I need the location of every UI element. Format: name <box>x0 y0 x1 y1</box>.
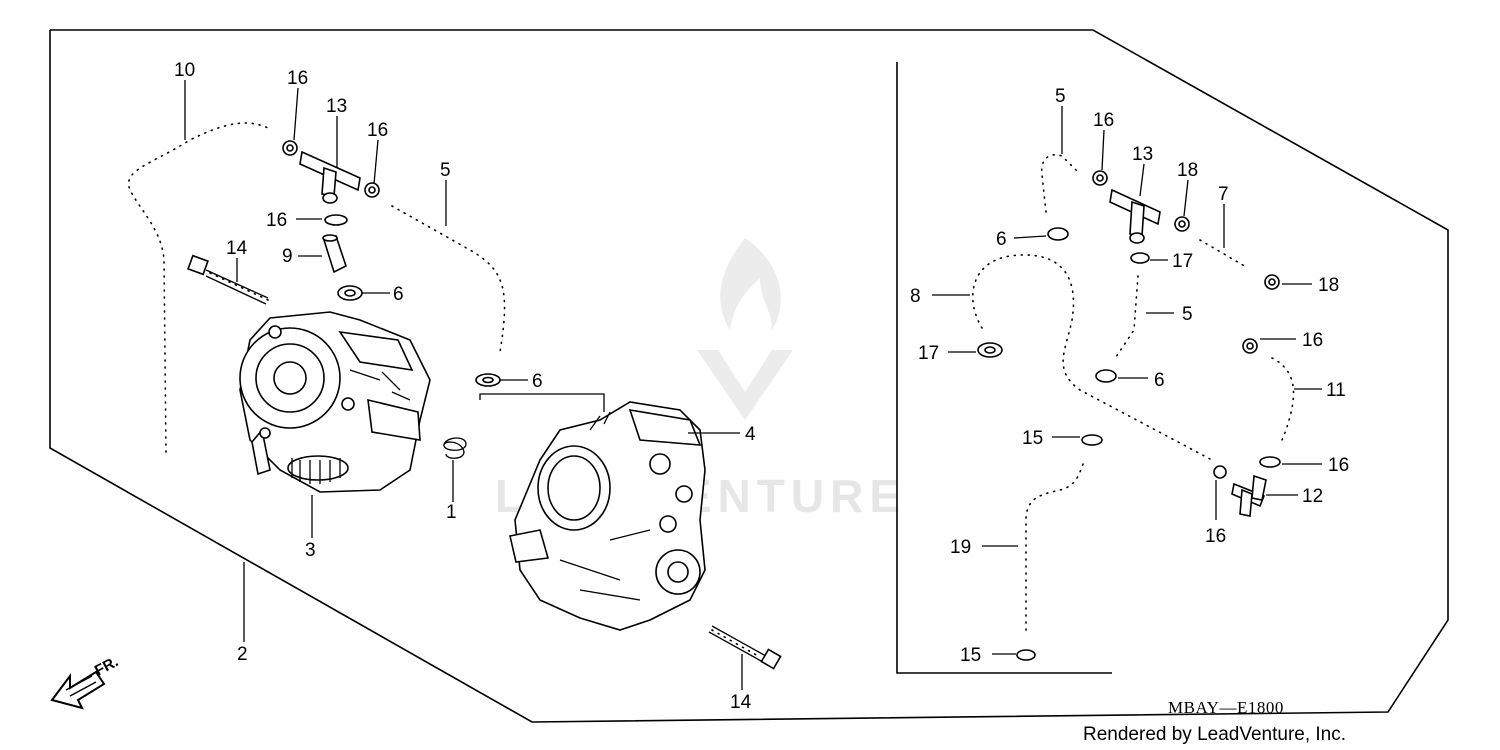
clip-6[interactable] <box>475 373 501 387</box>
callout-17: 17 <box>1172 251 1193 272</box>
callout-14: 14 <box>730 692 752 713</box>
callout-10: 10 <box>174 60 195 81</box>
clip-6[interactable] <box>337 285 363 301</box>
leader-lines <box>184 80 1322 690</box>
callout-6: 6 <box>393 284 404 305</box>
callout-6: 6 <box>532 371 543 392</box>
callout-13: 13 <box>1132 144 1153 165</box>
callout-16: 16 <box>1302 330 1323 351</box>
credit-text: Rendered by LeadVenture, Inc. <box>1083 724 1346 745</box>
callout-13: 13 <box>326 96 347 117</box>
carburetor-4[interactable] <box>509 401 706 631</box>
hose-8[interactable] <box>965 248 1219 467</box>
front-direction-arrow: FR. <box>50 653 121 710</box>
bolt-14[interactable] <box>187 254 269 305</box>
callout-8: 8 <box>910 286 921 307</box>
clip-16[interactable] <box>1092 170 1108 186</box>
diagram-code: MBAY—E1800 <box>1168 698 1284 717</box>
hose-7[interactable] <box>1193 233 1255 275</box>
clip-16[interactable] <box>324 214 348 226</box>
t-joint-13[interactable] <box>1109 188 1161 244</box>
callout-1: 1 <box>446 502 457 523</box>
callout-5: 5 <box>1182 304 1193 325</box>
clip-16[interactable] <box>1242 338 1258 354</box>
callout-6: 6 <box>1154 370 1165 391</box>
hose-5[interactable] <box>1107 269 1145 367</box>
hose-10[interactable] <box>121 116 275 459</box>
callout-15: 15 <box>960 645 981 666</box>
callout-16: 16 <box>287 68 308 89</box>
clip-17[interactable] <box>1130 252 1150 264</box>
callout-17: 17 <box>918 343 939 364</box>
callout-9: 9 <box>282 246 293 267</box>
callout-2: 2 <box>237 644 248 665</box>
callout-18: 18 <box>1177 160 1198 181</box>
callout-16: 16 <box>1328 455 1349 476</box>
bolt-14[interactable] <box>708 625 782 670</box>
clip-6[interactable] <box>1095 369 1117 383</box>
clip-15[interactable] <box>1081 434 1103 446</box>
callout-16: 16 <box>367 120 388 141</box>
callout-14: 14 <box>226 238 248 259</box>
clip-17[interactable] <box>977 342 1003 358</box>
hose-19[interactable] <box>1019 455 1091 637</box>
t-joint-12[interactable] <box>1231 474 1267 517</box>
clip-16[interactable] <box>1259 456 1281 468</box>
callout-15: 15 <box>1022 428 1043 449</box>
clip-18[interactable] <box>1264 274 1280 290</box>
clip-16[interactable] <box>1213 465 1227 479</box>
clip-16[interactable] <box>364 182 380 198</box>
clip-16[interactable] <box>282 140 298 156</box>
callout-6: 6 <box>996 229 1007 250</box>
callout-5: 5 <box>1055 86 1066 107</box>
spring-1[interactable] <box>443 437 467 459</box>
callout-11: 11 <box>1326 380 1346 401</box>
callout-16: 16 <box>1205 526 1226 547</box>
clip-15[interactable] <box>1016 649 1036 661</box>
clip-18[interactable] <box>1174 216 1190 232</box>
hose-set-outline <box>896 62 1112 674</box>
callout-7: 7 <box>1218 184 1229 205</box>
callout-19: 19 <box>950 537 971 558</box>
callout-5: 5 <box>440 160 451 181</box>
callout-labels: 10 16 13 16 5 16 14 9 6 6 4 1 3 2 14 5 1… <box>174 60 1349 713</box>
callout-12: 12 <box>1302 486 1323 507</box>
hose-9[interactable] <box>322 234 347 274</box>
hose-11[interactable] <box>1265 351 1301 447</box>
carburetor-3[interactable] <box>239 311 431 493</box>
callout-4: 4 <box>745 424 756 445</box>
callout-16: 16 <box>1093 110 1114 131</box>
hose-5[interactable] <box>1034 147 1085 219</box>
callout-3: 3 <box>305 540 316 561</box>
hose-5[interactable] <box>385 199 512 359</box>
callout-18: 18 <box>1318 275 1339 296</box>
clip-6[interactable] <box>1047 227 1069 241</box>
assembly-outline <box>49 29 1449 723</box>
callout-16: 16 <box>266 210 287 231</box>
t-joint-13[interactable] <box>299 150 361 204</box>
